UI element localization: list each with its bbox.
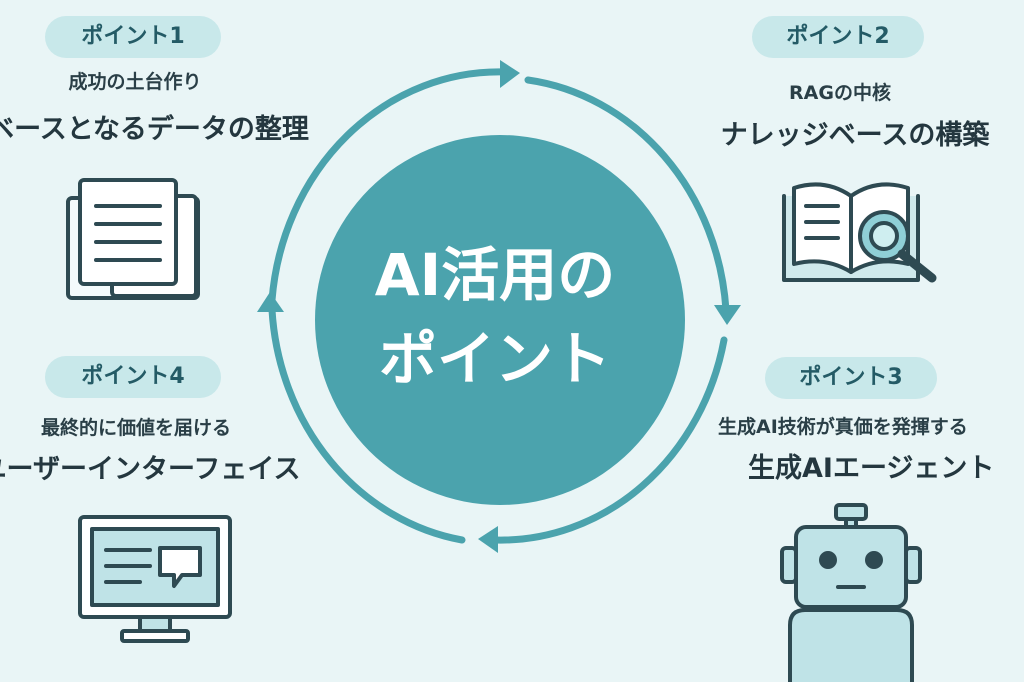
center-title-line2: ポイント xyxy=(378,325,611,393)
monitor-chat-icon xyxy=(78,515,232,643)
book-search-icon xyxy=(782,182,937,283)
point-2-subtitle: RAGの中核 xyxy=(789,82,891,104)
arrowhead-bottom-icon xyxy=(478,526,498,553)
arrowhead-left-icon xyxy=(257,292,284,312)
point-2-badge: ポイント2 xyxy=(752,16,924,58)
point-1-title: ベースとなるデータの整理 xyxy=(0,114,309,145)
arc-top-left xyxy=(268,68,509,304)
cycle-arrows xyxy=(268,68,730,544)
point-1-badge: ポイント1 xyxy=(45,16,221,58)
arc-bottom-left xyxy=(268,306,466,544)
arrowhead-right-icon xyxy=(714,305,741,325)
center-title-line1: AI活用の xyxy=(374,241,616,309)
arrow-heads xyxy=(257,60,741,553)
point-2-title: ナレッジベースの構築 xyxy=(720,120,990,151)
documents-icon xyxy=(66,178,200,300)
arc-bottom-right xyxy=(491,336,728,544)
arc-top-right xyxy=(524,76,730,314)
arrowhead-top-icon xyxy=(500,60,520,88)
point-3-title: 生成AIエージェント xyxy=(748,453,995,484)
center-circle xyxy=(315,135,685,505)
point-3-subtitle: 生成AI技術が真価を発揮する xyxy=(718,416,968,438)
point-4-subtitle: 最終的に価値を届ける xyxy=(40,417,231,439)
point-3-badge: ポイント3 xyxy=(765,357,937,399)
point-4-badge: ポイント4 xyxy=(45,356,221,398)
point-4-title: ユーザーインターフェイス xyxy=(0,454,301,485)
point-1-subtitle: 成功の土台作り xyxy=(68,71,202,93)
robot-icon xyxy=(780,503,922,682)
